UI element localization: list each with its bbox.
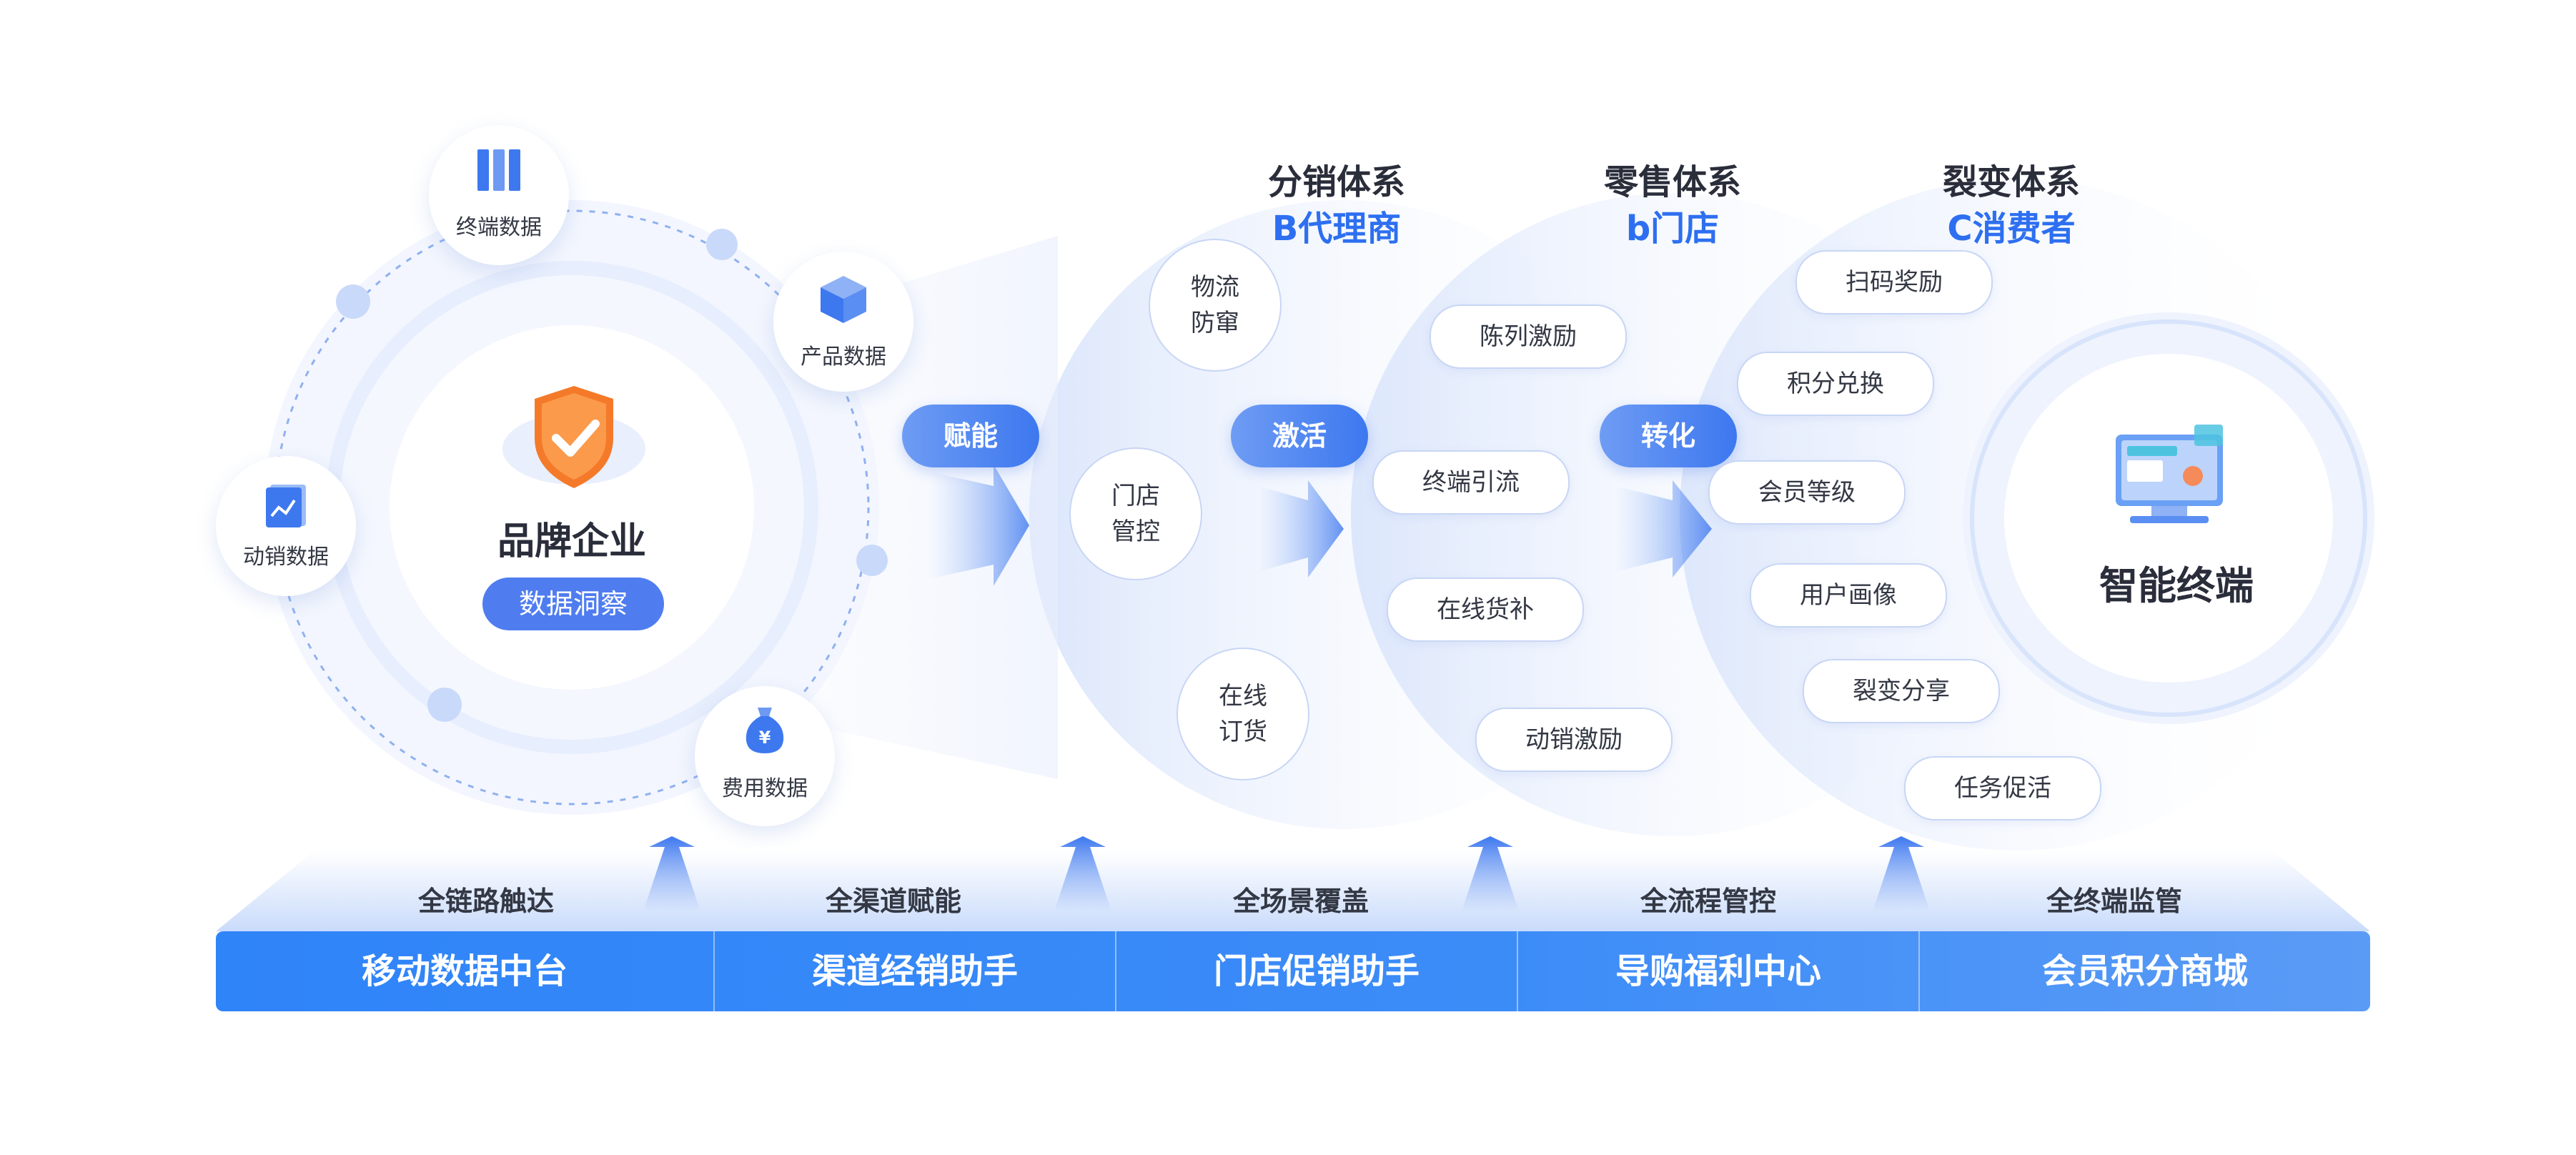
- distribution-item: 门店 管控: [1069, 447, 1202, 580]
- distribution-system-title: 分销体系: [1267, 162, 1405, 202]
- fission-item: 裂变分享: [1803, 659, 2000, 723]
- bar-divider: [713, 931, 715, 1011]
- fission-item: 用户画像: [1750, 563, 1947, 628]
- satellite-sales-data: 动销数据: [216, 456, 356, 596]
- bottom-label: 全渠道赋能: [825, 886, 961, 917]
- fission-item: 扫码奖励: [1795, 250, 1993, 314]
- fission-item: 会员等级: [1708, 460, 1906, 525]
- fission-item: 积分兑换: [1737, 352, 1934, 416]
- convert-pill: 转化: [1600, 405, 1737, 467]
- fission-system-sub: C消费者: [1947, 209, 2076, 249]
- retail-item: 陈列激励: [1430, 304, 1627, 369]
- smart-terminal-title: 智能终端: [2099, 563, 2254, 608]
- retail-item: 在线货补: [1387, 578, 1584, 642]
- retail-system-sub: b门店: [1625, 209, 1720, 249]
- bar-divider: [1918, 931, 1920, 1011]
- product-guide-welfare: 导购福利中心: [1615, 951, 1821, 991]
- fission-item: 任务促活: [1904, 756, 2101, 821]
- box-icon: [818, 273, 869, 327]
- retail-system-title: 零售体系: [1603, 162, 1741, 202]
- data-insight-badge: 数据洞察: [482, 578, 664, 630]
- brand-title: 品牌企业: [497, 520, 646, 563]
- bar-divider: [1517, 931, 1518, 1011]
- chart-document-icon: [263, 483, 309, 532]
- satellite-product-data: 产品数据: [773, 252, 913, 392]
- bottom-label: 全场景覆盖: [1232, 886, 1369, 917]
- satellite-label: 产品数据: [801, 344, 886, 370]
- monitor-icon: [2109, 420, 2237, 537]
- satellite-label: 动销数据: [243, 545, 329, 570]
- product-store-promotion: 门店促销助手: [1213, 951, 1420, 991]
- activate-pill: 激活: [1231, 405, 1368, 467]
- product-mobile-data-platform: 移动数据中台: [361, 951, 568, 991]
- product-bar: 移动数据中台 渠道经销助手 门店促销助手 导购福利中心 会员积分商城: [216, 931, 2370, 1011]
- distribution-item: 在线 订货: [1176, 648, 1309, 780]
- svg-text:¥: ¥: [759, 728, 771, 748]
- retail-item: 动销激励: [1475, 708, 1673, 772]
- money-bag-icon: ¥: [742, 703, 788, 758]
- satellite-expense-data: ¥ 费用数据: [695, 686, 835, 826]
- bottom-label: 全链路触达: [417, 886, 554, 917]
- product-channel-assistant: 渠道经销助手: [811, 951, 1018, 991]
- satellite-terminal-data: 终端数据: [429, 125, 569, 265]
- books-icon: [476, 147, 522, 197]
- bottom-label: 全终端监管: [2046, 886, 2182, 917]
- bottom-label: 全流程管控: [1640, 886, 1776, 917]
- retail-item: 终端引流: [1372, 450, 1570, 515]
- fission-system-title: 裂变体系: [1942, 162, 2080, 202]
- shield-check-icon: [499, 377, 649, 502]
- product-member-mall: 会员积分商城: [2041, 951, 2248, 991]
- distribution-item: 物流 防窜: [1149, 239, 1282, 372]
- bar-divider: [1115, 931, 1116, 1011]
- distribution-system-sub: B代理商: [1272, 209, 1402, 249]
- satellite-label: 终端数据: [456, 215, 542, 240]
- empower-pill: 赋能: [902, 405, 1039, 467]
- satellite-label: 费用数据: [722, 776, 808, 801]
